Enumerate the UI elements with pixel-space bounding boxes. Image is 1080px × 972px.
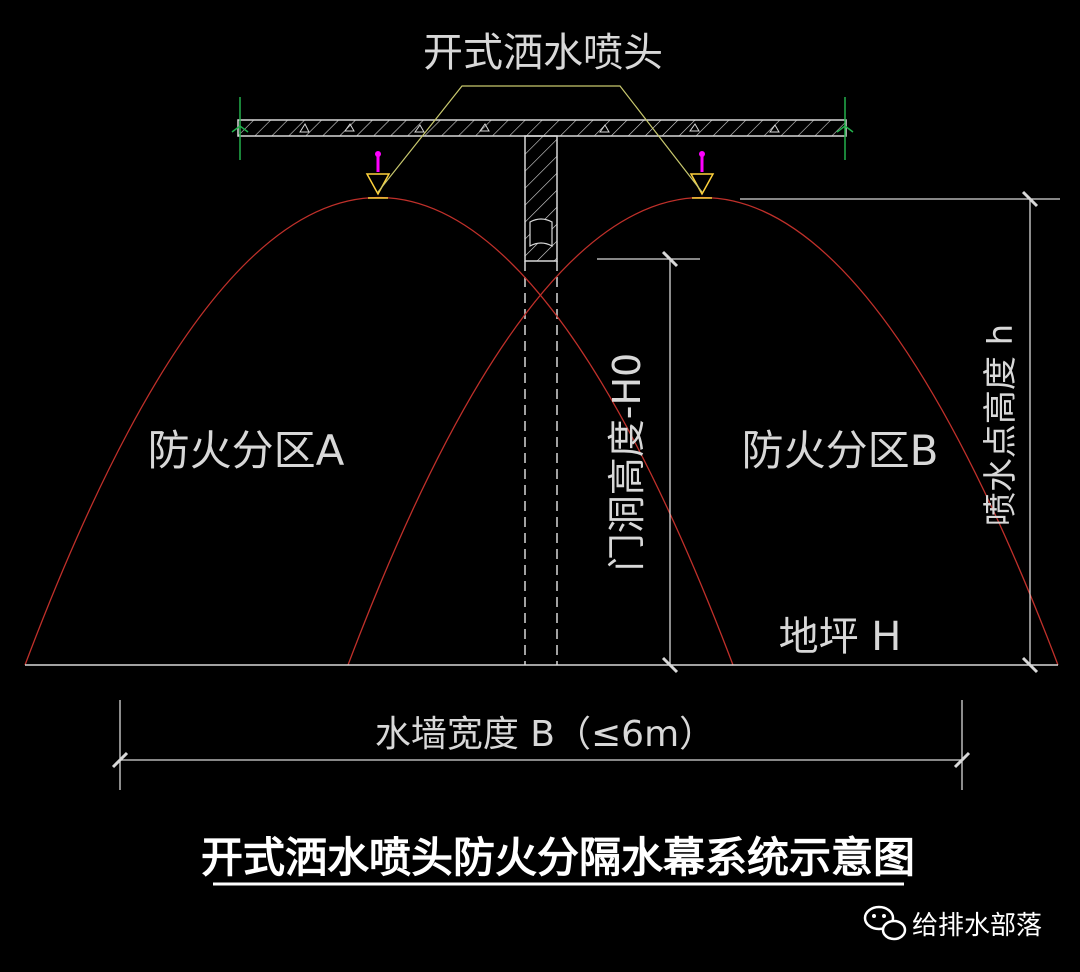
curtain-width-label: 水墙宽度 B（≤6m） <box>375 714 715 755</box>
sprinkler-head-label: 开式洒水喷头 <box>423 30 663 76</box>
sprinkler-head-left <box>365 151 391 199</box>
curtain-width-dimension <box>111 700 971 790</box>
ceiling-slab <box>237 119 847 137</box>
zone-a-label: 防火分区A <box>148 426 345 475</box>
watermark-text: 给排水部落 <box>912 911 1042 941</box>
partition-wall <box>524 135 558 665</box>
spray-curve-b <box>347 196 1059 666</box>
spray-height-dimension <box>740 190 1060 674</box>
diagram-caption: 开式洒水喷头防火分隔水幕系统示意图 <box>201 833 915 882</box>
grid-end-marks <box>231 97 854 160</box>
sprinkler-leader <box>377 85 703 193</box>
sprinkler-head-right <box>689 151 715 199</box>
door-height-dimension <box>597 250 700 674</box>
slab-aggregate-marks <box>299 122 780 133</box>
wechat-icon <box>863 905 907 941</box>
zone-b-label: 防火分区B <box>742 426 939 475</box>
floor-label: 地坪 H <box>779 614 902 660</box>
door-height-label: 门洞高度-H0 <box>605 353 649 571</box>
spray-height-label: 喷水点高度 h <box>981 324 1021 526</box>
